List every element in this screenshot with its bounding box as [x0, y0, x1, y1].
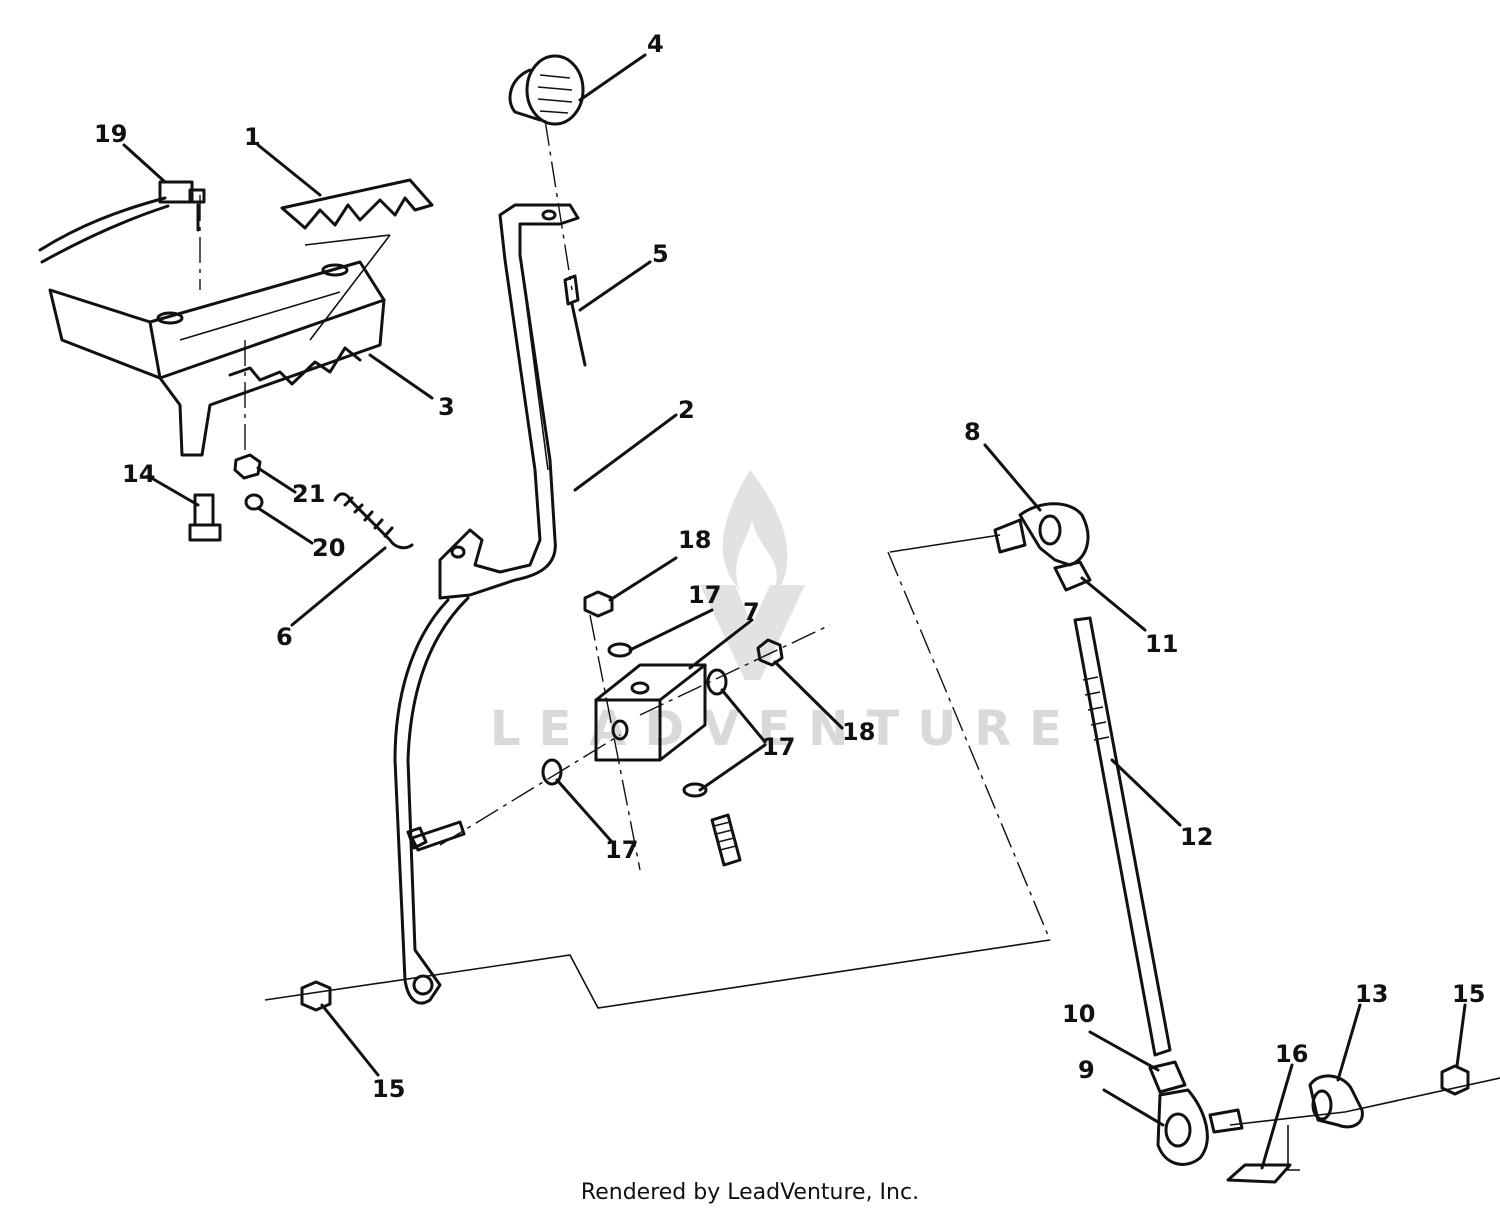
callout-19: 19 — [94, 120, 127, 148]
part-10-jam-nut — [1148, 1060, 1187, 1094]
callout-15-left: 15 — [372, 1075, 405, 1103]
callout-21: 21 — [292, 480, 325, 508]
callout-5: 5 — [652, 240, 669, 268]
part-1-shift-plate — [280, 178, 434, 230]
threaded-stud — [710, 813, 742, 867]
callout-6: 6 — [276, 623, 293, 651]
part-6-spring — [333, 492, 414, 550]
callout-15-right: 15 — [1452, 980, 1485, 1008]
watermark-text: LEADVENTURE — [490, 701, 1080, 757]
part-5-pin — [563, 274, 587, 367]
leader-lines — [122, 53, 1467, 1170]
part-17-washer-right — [706, 668, 728, 696]
callout-17-top: 17 — [688, 581, 721, 609]
callout-8: 8 — [964, 418, 981, 446]
watermark: LEADVENTURE — [490, 470, 1080, 757]
part-20-spacer — [244, 493, 264, 511]
part-3-bracket — [48, 260, 386, 457]
callout-17-bottom: 17 — [762, 733, 795, 761]
callout-3: 3 — [438, 393, 455, 421]
callout-10: 10 — [1062, 1000, 1095, 1028]
part-15-nut-left — [300, 980, 332, 1012]
part-9-ball-joint — [1156, 1088, 1244, 1166]
callout-2: 2 — [678, 396, 695, 424]
part-19-switch — [38, 180, 206, 264]
callout-17-left: 17 — [605, 836, 638, 864]
callout-4: 4 — [647, 30, 664, 58]
callout-13: 13 — [1355, 980, 1388, 1008]
part-11-jam-nut — [1053, 560, 1092, 592]
part-2-lever — [393, 203, 580, 1005]
watermark-flame-icon — [722, 470, 788, 600]
callout-labels: 1 2 3 4 5 6 7 8 9 10 11 12 13 14 15 15 1… — [94, 30, 1485, 1103]
part-21-nut — [233, 453, 262, 480]
part-12-rod — [1073, 616, 1172, 1057]
part-14-bolt — [188, 493, 222, 542]
callout-18-right: 18 — [842, 718, 875, 746]
callout-1: 1 — [244, 123, 261, 151]
part-7-pivot-block — [594, 663, 707, 762]
lever-bolt — [406, 820, 466, 852]
part-13-bushing — [1308, 1074, 1364, 1129]
watermark-v-icon — [700, 585, 805, 680]
part-15-nut-right — [1440, 1064, 1470, 1096]
part-16-key — [1226, 1163, 1292, 1184]
callout-9: 9 — [1078, 1056, 1095, 1084]
callout-12: 12 — [1180, 823, 1213, 851]
part-18-nut-top — [583, 590, 614, 618]
part-17-washer-left — [541, 758, 563, 786]
part-17-washer-top — [607, 642, 633, 658]
callout-20: 20 — [312, 534, 345, 562]
part-8-ball-joint — [993, 502, 1090, 567]
footer-credit: Rendered by LeadVenture, Inc. — [580, 1180, 920, 1205]
part-18-nut-right — [756, 638, 784, 667]
callout-16: 16 — [1275, 1040, 1308, 1068]
assembly-lines — [199, 119, 1500, 1171]
callout-14: 14 — [122, 460, 155, 488]
callout-18-top: 18 — [678, 526, 711, 554]
part-4-knob — [508, 54, 585, 126]
part-17-washer-bottom — [682, 782, 708, 798]
callout-11: 11 — [1145, 630, 1178, 658]
callout-7: 7 — [743, 598, 760, 626]
